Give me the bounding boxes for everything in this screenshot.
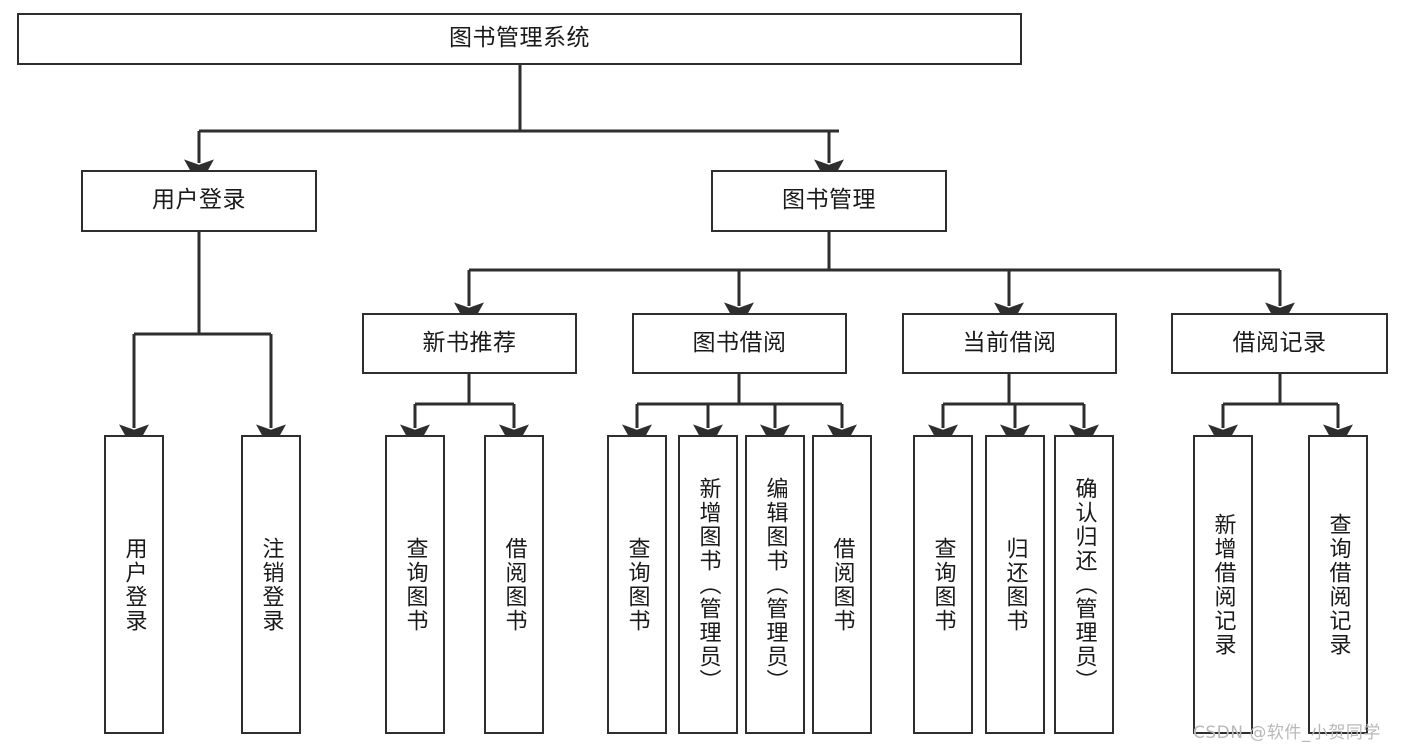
node-root-label: 图书管理系统	[449, 25, 590, 52]
node-leaf-query-book-3[interactable]: 查询图书	[913, 435, 973, 734]
node-book-manage[interactable]: 图书管理	[711, 170, 947, 232]
node-leaf-add-record[interactable]: 新增借阅记录	[1193, 435, 1253, 734]
node-leaf-logout[interactable]: 注销登录	[241, 435, 301, 734]
node-leaf-edit-book-label: 编辑图书（管理员）	[762, 476, 788, 693]
node-user-login-label: 用户登录	[152, 187, 246, 214]
node-book-manage-label: 图书管理	[782, 187, 876, 214]
node-user-login[interactable]: 用户登录	[81, 170, 317, 232]
node-leaf-edit-book[interactable]: 编辑图书（管理员）	[745, 435, 805, 734]
node-book-borrow[interactable]: 图书借阅	[632, 313, 847, 374]
node-leaf-borrow-book-2-label: 借阅图书	[829, 536, 855, 633]
node-new-book-rec[interactable]: 新书推荐	[362, 313, 577, 374]
node-leaf-borrow-book-1-label: 借阅图书	[501, 536, 527, 633]
node-leaf-logout-label: 注销登录	[258, 536, 284, 633]
node-leaf-query-record[interactable]: 查询借阅记录	[1308, 435, 1368, 734]
node-leaf-user-login-label: 用户登录	[121, 536, 147, 633]
node-leaf-query-book-3-label: 查询图书	[930, 536, 956, 633]
node-borrow-record-label: 借阅记录	[1232, 329, 1327, 356]
node-leaf-borrow-book-2[interactable]: 借阅图书	[812, 435, 872, 734]
csdn-watermark: CSDN @软件_小贺同学	[1193, 723, 1381, 743]
node-leaf-return-book-label: 归还图书	[1002, 536, 1028, 633]
node-leaf-confirm-return-label: 确认归还（管理员）	[1071, 476, 1097, 693]
node-current-borrow-label: 当前借阅	[962, 329, 1057, 356]
node-leaf-query-book-2-label: 查询图书	[624, 536, 650, 633]
node-leaf-borrow-book-1[interactable]: 借阅图书	[484, 435, 544, 734]
node-leaf-query-book-1-label: 查询图书	[402, 536, 428, 633]
node-leaf-query-book-1[interactable]: 查询图书	[385, 435, 445, 734]
node-leaf-user-login[interactable]: 用户登录	[104, 435, 164, 734]
node-root[interactable]: 图书管理系统	[17, 13, 1022, 65]
node-borrow-record[interactable]: 借阅记录	[1171, 313, 1388, 374]
node-leaf-return-book[interactable]: 归还图书	[985, 435, 1045, 734]
node-book-borrow-label: 图书借阅	[692, 329, 787, 356]
node-leaf-query-record-label: 查询借阅记录	[1325, 512, 1351, 657]
node-leaf-confirm-return[interactable]: 确认归还（管理员）	[1054, 435, 1114, 734]
node-leaf-add-book-label: 新增图书（管理员）	[695, 476, 721, 693]
node-leaf-add-record-label: 新增借阅记录	[1210, 512, 1236, 657]
node-current-borrow[interactable]: 当前借阅	[902, 313, 1117, 374]
node-new-book-rec-label: 新书推荐	[422, 329, 517, 356]
node-leaf-add-book[interactable]: 新增图书（管理员）	[678, 435, 738, 734]
node-leaf-query-book-2[interactable]: 查询图书	[607, 435, 667, 734]
